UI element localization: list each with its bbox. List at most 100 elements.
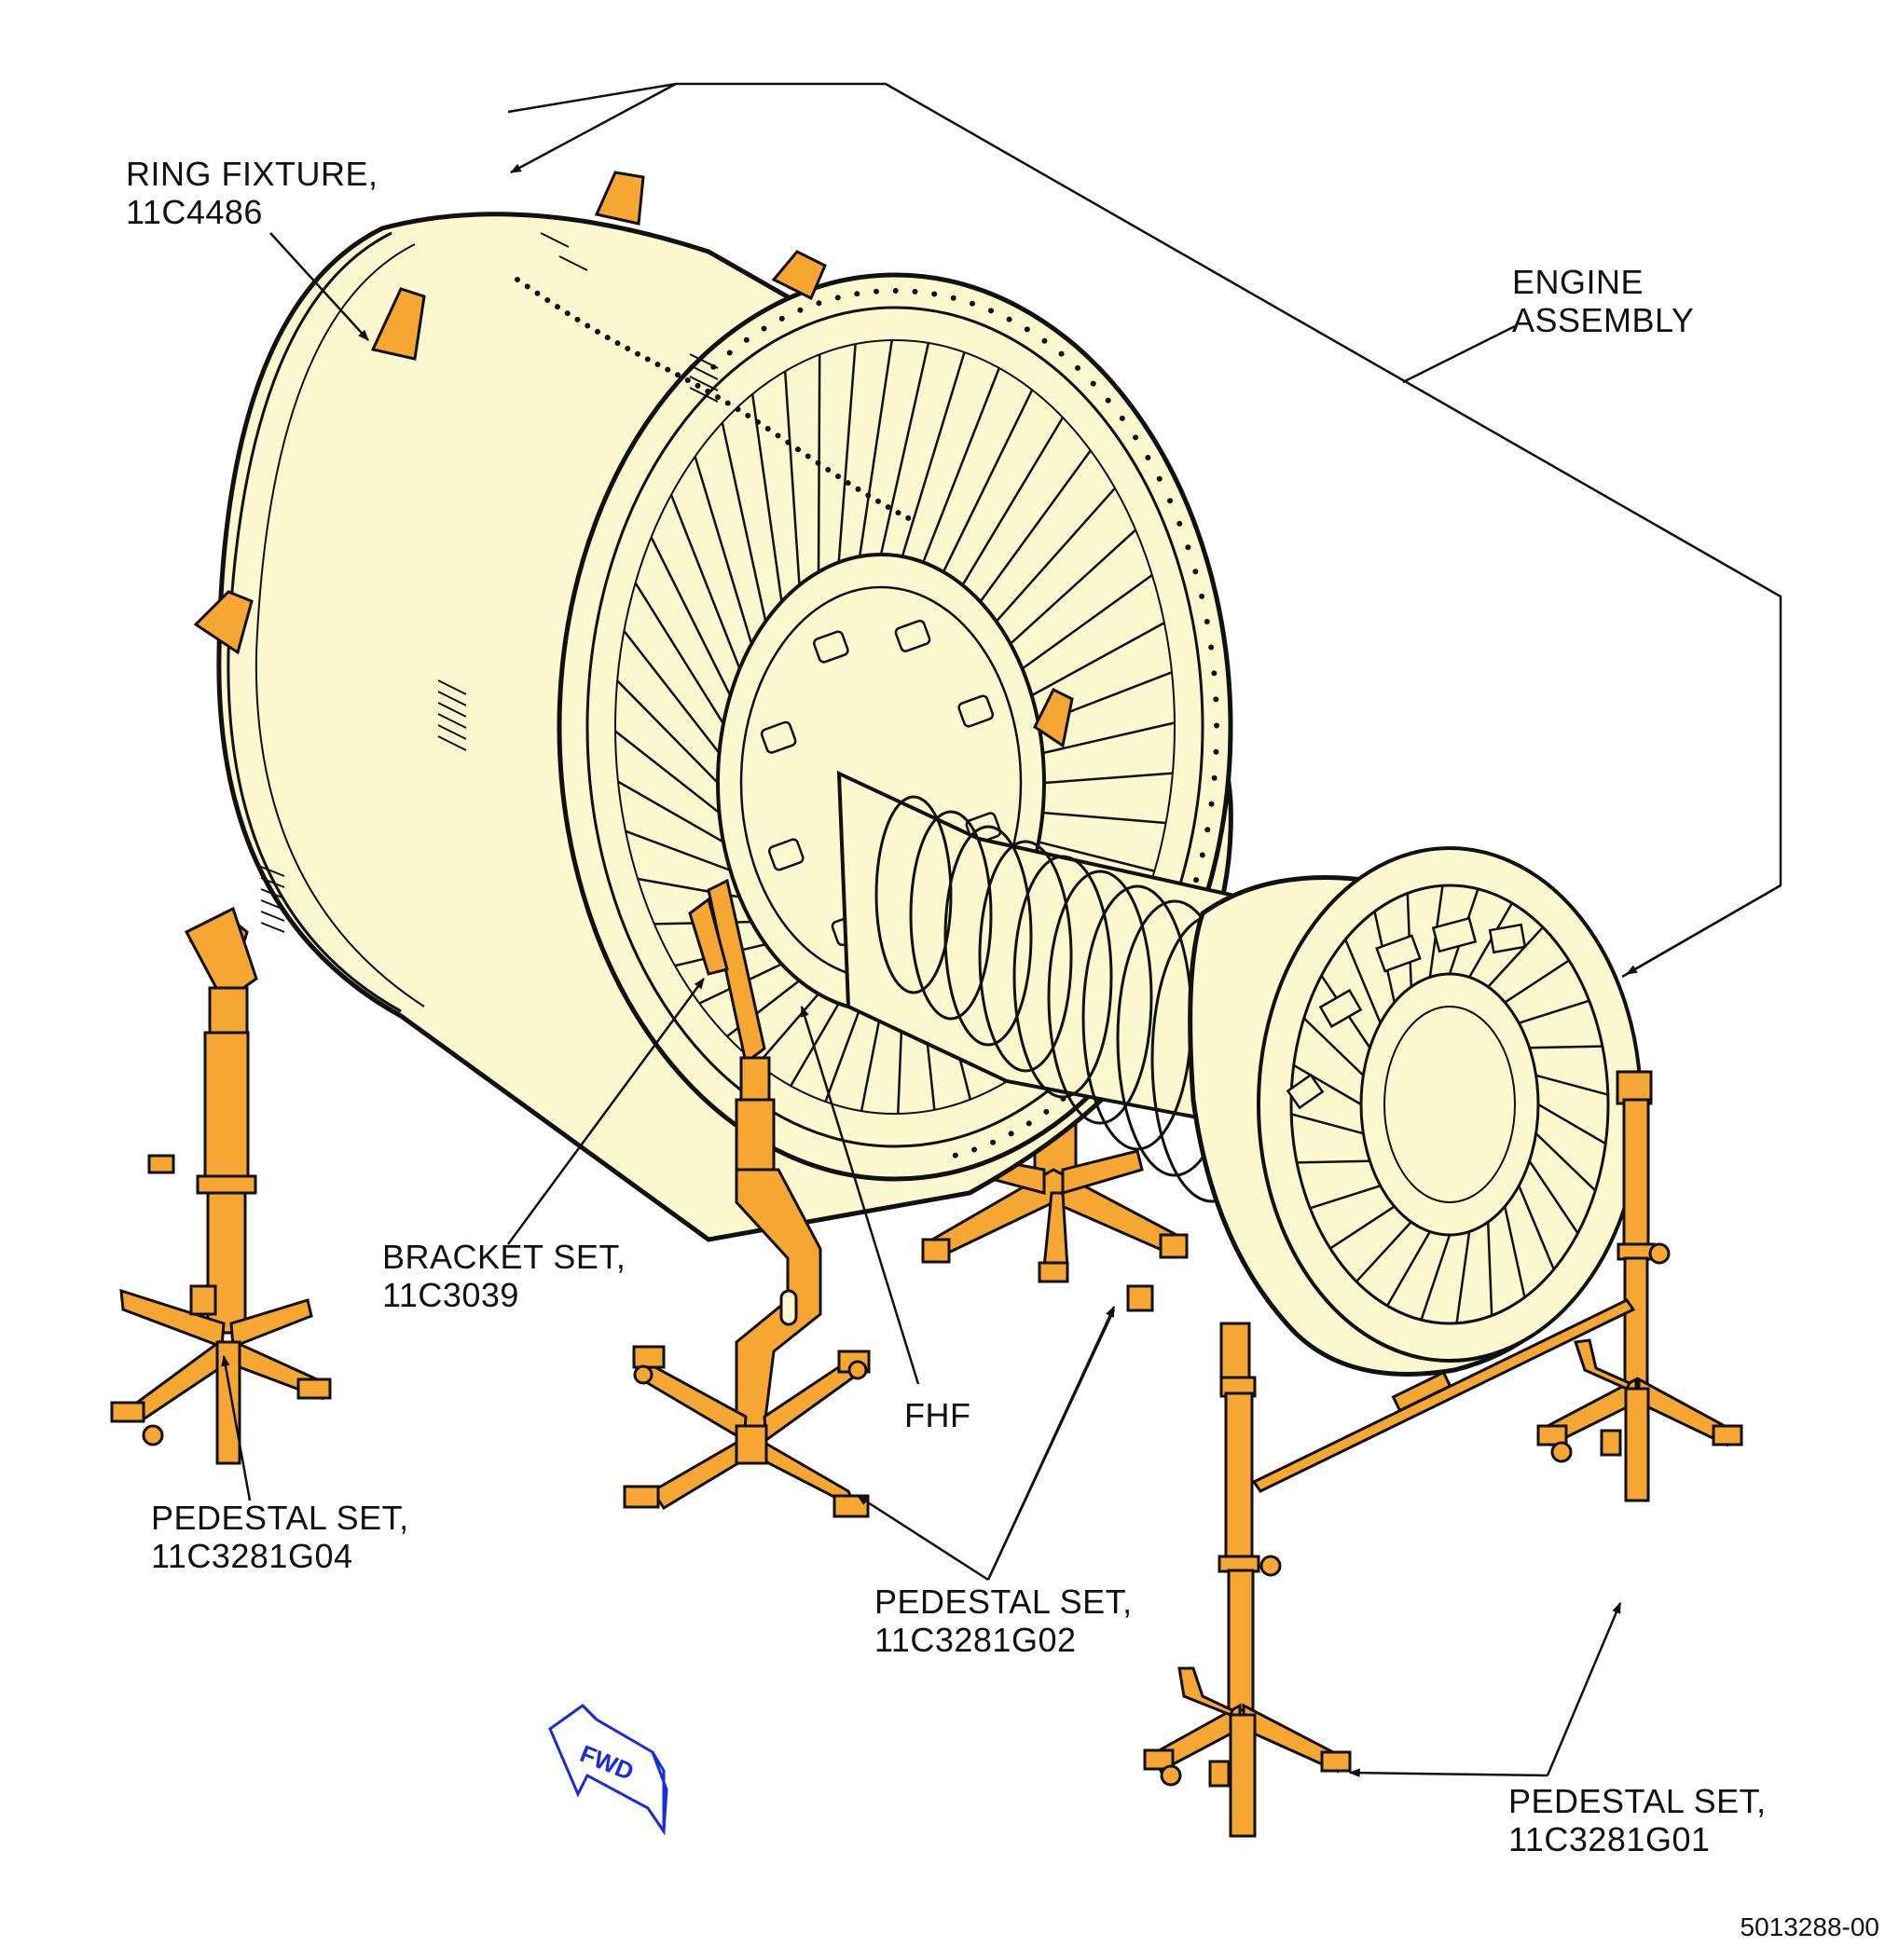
case-rivet: [675, 372, 681, 378]
bracket-set: [688, 878, 776, 1176]
case-rivet: [684, 377, 691, 383]
case-rivet: [834, 295, 841, 301]
exhaust-vane: [1293, 1063, 1362, 1106]
case-rivet: [1090, 380, 1096, 387]
ring-fixture-part-number: 11C4486: [126, 193, 263, 231]
case-rivet: [892, 288, 899, 295]
case-rivet: [988, 308, 995, 314]
engine-assembly-label: ENGINE ASSEMBLY: [1512, 263, 1694, 339]
guide-vane: [669, 494, 741, 669]
hub-pad: [813, 630, 849, 664]
exhaust-vane: [1504, 959, 1570, 1004]
core-stage-ring: [1012, 855, 1113, 1099]
guide-vane: [1043, 772, 1173, 785]
case-rivet: [1193, 877, 1200, 884]
bracket-set-leader: [506, 978, 706, 1245]
guide-vane: [625, 829, 731, 871]
guide-vane: [1038, 841, 1155, 872]
case-rivet: [1075, 364, 1081, 371]
hub-pad: [957, 694, 995, 728]
case-rivet: [625, 345, 631, 351]
case-rivet: [905, 514, 912, 521]
case-rivet: [1199, 593, 1205, 599]
case-rivet: [595, 328, 600, 335]
case-rivet: [564, 310, 571, 317]
case-rivet: [805, 453, 811, 459]
case-rivet: [555, 304, 560, 310]
exhaust-vane: [1518, 1185, 1555, 1270]
case-rivet: [835, 473, 841, 480]
exhaust-vane: [1309, 1185, 1382, 1210]
bracket-set-title: BRACKET SET,: [382, 1238, 626, 1276]
exhaust-vane: [1455, 1231, 1471, 1323]
figure-number: 5013288-00: [1740, 1912, 1879, 1941]
pedestal-set-g02-front: [623, 1168, 871, 1518]
case-rivet: [515, 277, 520, 282]
exhaust-vane: [1355, 1221, 1412, 1282]
fhf-title: FHF: [904, 1396, 971, 1434]
exhaust-vane: [1486, 1222, 1493, 1316]
exhaust-vane: [1528, 1160, 1579, 1234]
case-surface-detail: [260, 232, 719, 933]
case-rivet: [971, 1146, 978, 1153]
case-rivet: [1145, 455, 1151, 461]
pedestal-set-g01-label: PEDESTAL SET, 11C3281G01: [1508, 1782, 1767, 1858]
case-rivet: [654, 361, 661, 367]
case-rivet: [1213, 748, 1219, 755]
exhaust-vane: [1504, 1206, 1526, 1298]
case-rivet: [855, 486, 861, 492]
hub-pad: [760, 720, 797, 754]
case-rivet: [865, 492, 872, 499]
engine-assembly-leader: [1402, 324, 1516, 384]
core-stage-ring: [943, 825, 1033, 1047]
case-rivet: [745, 412, 751, 418]
guide-vane: [783, 371, 801, 585]
bracket-set-part-number: 11C3039: [382, 1276, 519, 1314]
case-rivet: [705, 388, 711, 394]
case-rivet: [1213, 696, 1219, 703]
case-rivet: [797, 307, 804, 313]
case-rivet: [1105, 397, 1111, 404]
engine-assembly-line1: ENGINE: [1512, 263, 1644, 301]
case-rivet: [1199, 852, 1205, 858]
guide-vane: [1009, 528, 1136, 645]
core-stage-ring: [909, 810, 993, 1021]
case-rivet: [1058, 350, 1065, 357]
exhaust-vane: [1291, 1113, 1364, 1135]
core-stage-ring: [874, 795, 953, 994]
case-rivet: [735, 406, 741, 413]
case-rivet: [604, 335, 611, 341]
ring-fixture-leader: [269, 232, 369, 341]
case-rivet: [775, 432, 781, 439]
guide-vane: [858, 339, 893, 557]
pedestal-set-g04-label: PEDESTAL SET, 11C3281G04: [151, 1499, 409, 1575]
bracket-set-label: BRACKET SET, 11C3039: [382, 1238, 626, 1314]
case-rivet: [1041, 337, 1048, 344]
exhaust-vane: [1534, 1132, 1597, 1192]
case-rivet: [1024, 326, 1030, 333]
pedestal-set-g02-label: PEDESTAL SET, 11C3281G02: [874, 1583, 1133, 1659]
case-rivet: [743, 336, 750, 343]
pedestal-g04-leader: [221, 1354, 252, 1501]
turbine-exhaust: [1188, 846, 1643, 1377]
case-rivet: [845, 480, 851, 487]
leader-lines: [221, 82, 1782, 1777]
guide-vane: [979, 449, 1092, 603]
fhf-label: FHF: [904, 1396, 970, 1434]
core-stage-ring: [1047, 870, 1153, 1125]
pedestal-g01-part-number: 11C3281G01: [1508, 1820, 1711, 1858]
ring-fixture-label: RING FIXTURE, 11C4486: [126, 155, 378, 231]
case-rivet: [1119, 415, 1125, 421]
case-rivet: [534, 290, 541, 296]
case-rivet: [644, 356, 651, 363]
case-rivet: [1213, 722, 1219, 729]
guide-vane: [623, 630, 721, 754]
case-rivet: [1192, 569, 1199, 575]
pedestal-g04-part-number: 11C3281G04: [151, 1537, 353, 1575]
case-rivet: [524, 283, 530, 290]
pedestal-g01-leader: [1546, 1601, 1622, 1776]
exhaust-vane: [1420, 1234, 1452, 1321]
core-stage-ring: [978, 840, 1073, 1073]
case-rivet: [854, 291, 860, 297]
